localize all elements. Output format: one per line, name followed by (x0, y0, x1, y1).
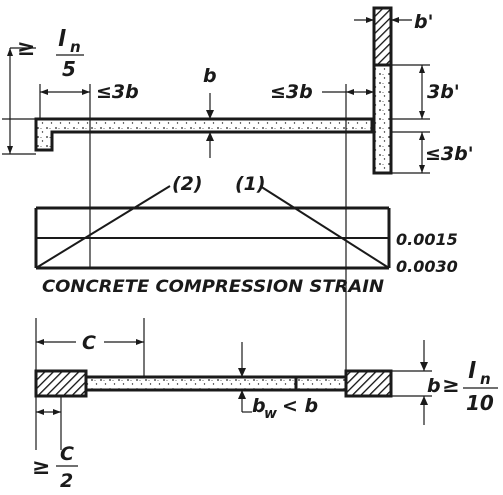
3b-prime-label: 3b' (427, 81, 460, 103)
b-prime-label: b' (414, 11, 433, 33)
strain-diagram: (2) (1) 0.0015 0.0030 CONCRETE COMPRESSI… (34, 173, 458, 296)
le-3b-left-label: ≤3b (96, 81, 139, 103)
bottom-web-dotted (84, 375, 298, 392)
ln10-den: 10 (466, 391, 494, 415)
c-dim-label: C (82, 332, 96, 354)
c-over-2-prefix: ≥ (32, 455, 50, 480)
le-3b-right-dimension: ≤3b (270, 81, 374, 119)
bw-main: b (252, 395, 266, 417)
3b-prime-dimension: 3b' (391, 64, 460, 120)
b-top-label: b (203, 65, 217, 87)
bw-dimension: b w < b (238, 342, 318, 422)
right-flange-hatched (372, 6, 393, 67)
ln-over-5-sub: n (70, 38, 81, 56)
b-right-label: b (427, 375, 441, 397)
b-top-dimension: b (203, 65, 217, 158)
bw-sub: w (264, 406, 277, 422)
b-ln-over-10-dimension: b ≥ l n 10 (391, 340, 498, 425)
ge-right-label: ≥ (442, 373, 460, 397)
c-dimension: C (35, 318, 145, 377)
bottom-wall-section (34, 369, 393, 398)
ln-over-5-prefix: ≥ (17, 36, 35, 61)
b-prime-dimension: b' (354, 11, 433, 33)
ln10-sub: n (480, 370, 491, 388)
c-over-2-den: 2 (60, 470, 73, 492)
top-wall-section (34, 6, 393, 175)
strain-caption: CONCRETE COMPRESSION STRAIN (42, 277, 384, 296)
curve-2-label: (2) (172, 173, 203, 195)
c-over-2-dimension: ≥ C 2 (32, 396, 78, 492)
le-3b-prime-label: ≤3b' (425, 143, 474, 165)
bw-rest: < b (282, 395, 318, 417)
le-3b-prime-dimension: ≤3b' (391, 131, 474, 174)
right-flange-dotted (372, 63, 393, 175)
le-3b-right-label: ≤3b (270, 81, 313, 103)
right-boundary-element (344, 369, 393, 398)
ln-over-5-den: 5 (62, 57, 76, 81)
strain-0030-label: 0.0030 (396, 257, 458, 276)
strain-line-2 (35, 185, 171, 269)
left-boundary-element (34, 369, 88, 398)
projection-lines (89, 84, 347, 370)
strain-0015-label: 0.0015 (396, 230, 458, 249)
c-over-2-num: C (60, 443, 74, 465)
strain-line-1 (259, 185, 390, 269)
ln-over-5-dimension: ≥ l n 5 (2, 27, 84, 155)
left-flange-stub (34, 117, 374, 152)
ln-over-5-num: l (58, 27, 66, 52)
ln10-num: l (468, 359, 476, 384)
le-3b-left-dimension: ≤3b (39, 81, 139, 119)
curve-1-label: (1) (235, 173, 266, 195)
